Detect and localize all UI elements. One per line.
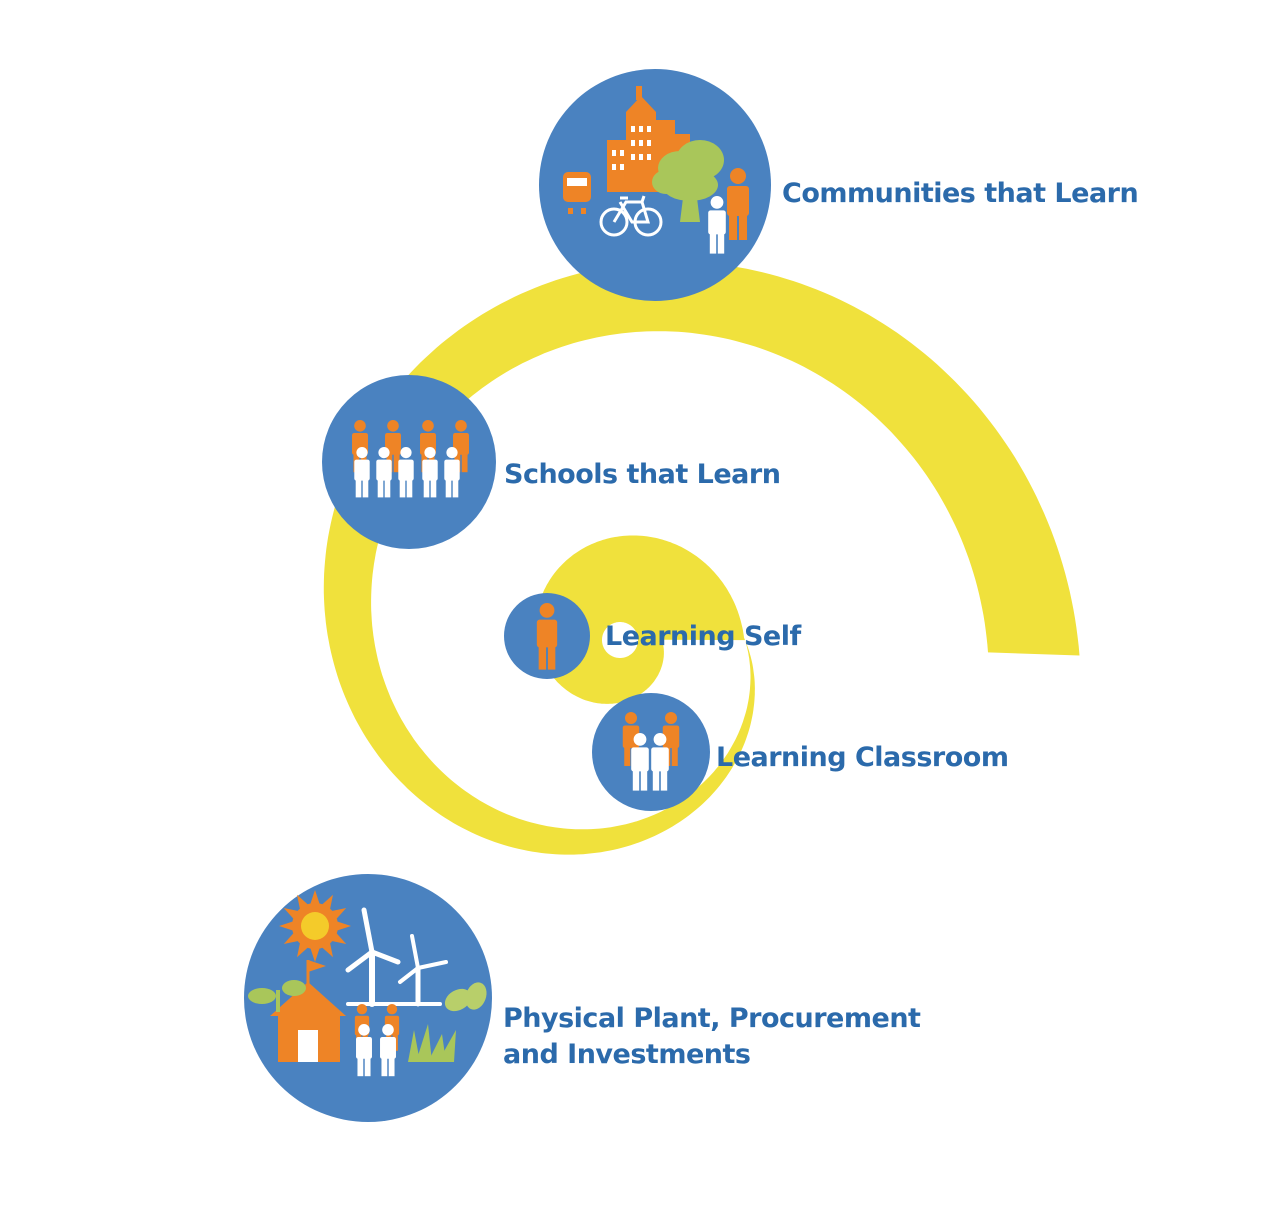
sun-ray — [279, 921, 294, 931]
spiral-band — [323, 261, 1080, 855]
plant-label-line: and Investments — [503, 1039, 750, 1070]
self-label-line: Learning Self — [605, 621, 801, 652]
person-icon — [536, 603, 558, 670]
node-self: Learning Self — [504, 593, 802, 679]
node-schools: Schools that Learn — [322, 375, 781, 549]
plant-icon — [248, 890, 487, 1077]
schools-label: Schools that Learn — [504, 459, 780, 490]
sun-ray — [310, 947, 320, 962]
node-classroom: Learning Classroom — [592, 693, 1009, 811]
person-figure — [536, 603, 558, 670]
pair-icon — [622, 712, 680, 791]
person-figure — [354, 447, 370, 498]
plant-label: Physical Plant, Procurement and Investmen… — [503, 1003, 921, 1070]
seedling-icon — [248, 980, 306, 1012]
butterfly-icon — [444, 982, 487, 1012]
person-figure — [398, 447, 414, 498]
communities-label: Communities that Learn — [782, 178, 1138, 209]
person-figure — [444, 447, 460, 498]
person-figure — [422, 447, 438, 498]
house-icon — [270, 960, 346, 1062]
person-figure — [376, 447, 392, 498]
person-figure — [708, 196, 726, 254]
plant-label-line: Physical Plant, Procurement — [503, 1003, 921, 1034]
node-communities: Communities that Learn — [539, 69, 1139, 301]
sun-ray — [336, 921, 351, 931]
person-figure — [631, 733, 649, 791]
node-plant: Physical Plant, Procurement and Investmen… — [244, 874, 922, 1122]
classroom-label-line: Learning Classroom — [716, 742, 1008, 773]
wind-turbine-icon — [345, 907, 448, 1007]
person-figure — [727, 168, 749, 240]
classroom-circle — [592, 693, 710, 811]
person-figure — [380, 1024, 396, 1077]
grass-icon — [408, 1024, 456, 1062]
person-figure — [651, 733, 669, 791]
self-label: Learning Self — [605, 621, 801, 652]
person-figure — [356, 1024, 372, 1077]
schools-label-line: Schools that Learn — [504, 459, 780, 490]
group-icon — [352, 420, 469, 498]
city-icon — [563, 86, 749, 254]
classroom-label: Learning Classroom — [716, 742, 1008, 773]
sun-ray — [310, 890, 320, 905]
communities-label-line: Communities that Learn — [782, 178, 1138, 209]
sun-icon — [279, 890, 351, 962]
